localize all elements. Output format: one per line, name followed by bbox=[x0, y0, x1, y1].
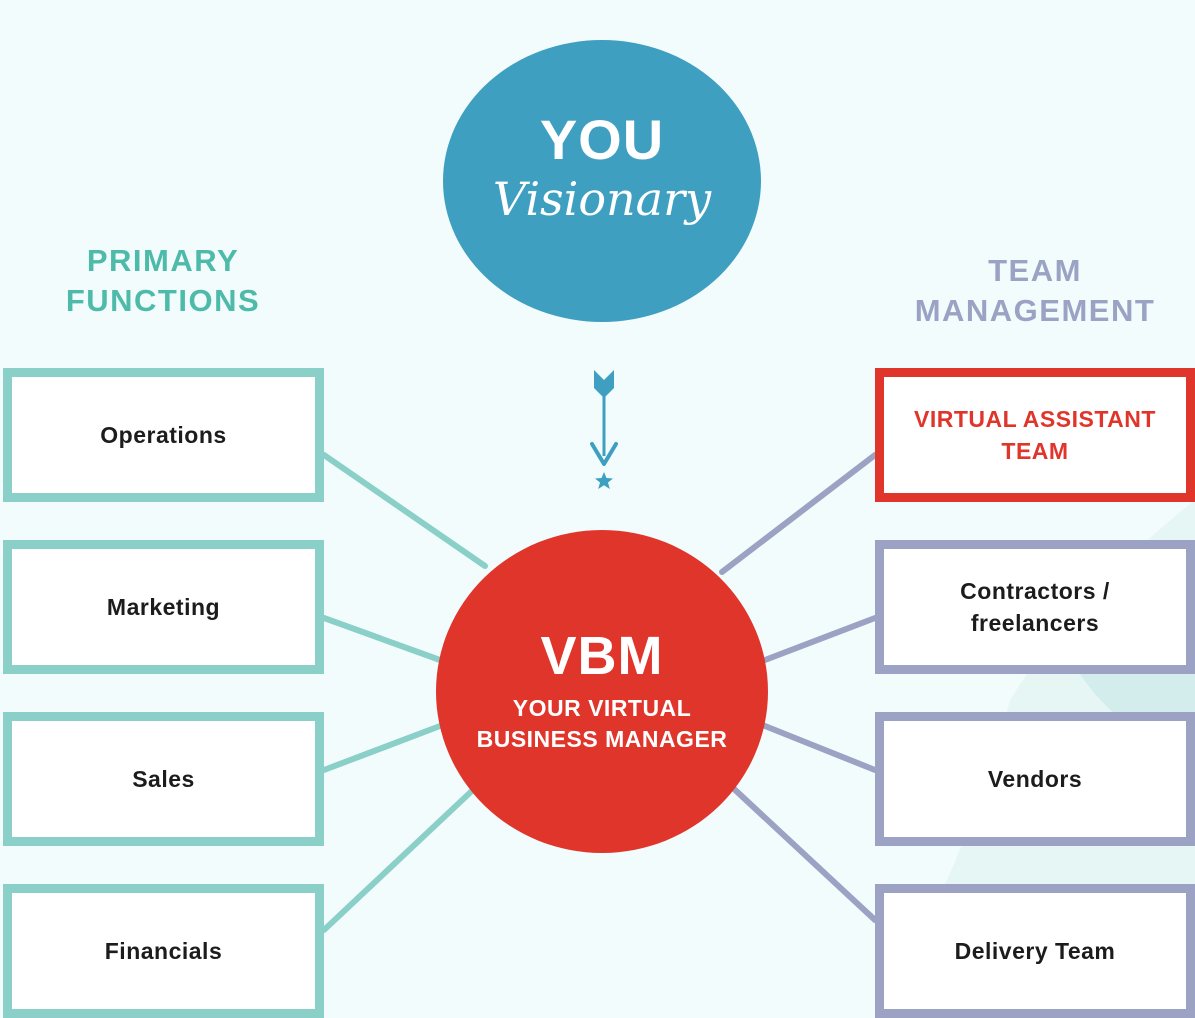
visionary-subtitle: Visionary bbox=[492, 172, 712, 226]
box-marketing: Marketing bbox=[3, 540, 324, 674]
box-sales: Sales bbox=[3, 712, 324, 846]
arrow-down-icon bbox=[590, 370, 618, 489]
box-contractors-freelancers: Contractors / freelancers bbox=[875, 540, 1195, 674]
connector-sales bbox=[321, 723, 443, 773]
vbm-title: VBM bbox=[540, 625, 664, 686]
you-visionary-node: YOU Visionary bbox=[443, 40, 761, 322]
primary-functions-heading: PRIMARY FUNCTIONS bbox=[65, 243, 261, 318]
connector-virtual-assistant-team bbox=[719, 452, 878, 575]
team-management-heading: TEAM MANAGEMENT bbox=[914, 253, 1156, 328]
box-operations: Operations bbox=[3, 368, 324, 502]
virtual-assistant-team-label: VIRTUAL ASSISTANT TEAM bbox=[914, 406, 1156, 464]
connector-contractors bbox=[762, 615, 878, 663]
contractors-freelancers-label: Contractors / freelancers bbox=[960, 578, 1110, 636]
connector-financials bbox=[321, 785, 478, 933]
vbm-subtitle: YOUR VIRTUAL BUSINESS MANAGER bbox=[476, 694, 728, 752]
box-virtual-assistant-team: VIRTUAL ASSISTANT TEAM bbox=[875, 368, 1195, 502]
box-vendors: Vendors bbox=[875, 712, 1195, 846]
you-title: YOU bbox=[539, 108, 665, 171]
vbm-node: VBM YOUR VIRTUAL BUSINESS MANAGER bbox=[436, 530, 768, 853]
connector-vendors bbox=[762, 723, 878, 773]
connector-marketing bbox=[321, 615, 443, 663]
box-delivery-team: Delivery Team bbox=[875, 884, 1195, 1018]
box-financials: Financials bbox=[3, 884, 324, 1018]
connector-delivery-team bbox=[730, 785, 878, 923]
connector-operations bbox=[321, 452, 488, 569]
